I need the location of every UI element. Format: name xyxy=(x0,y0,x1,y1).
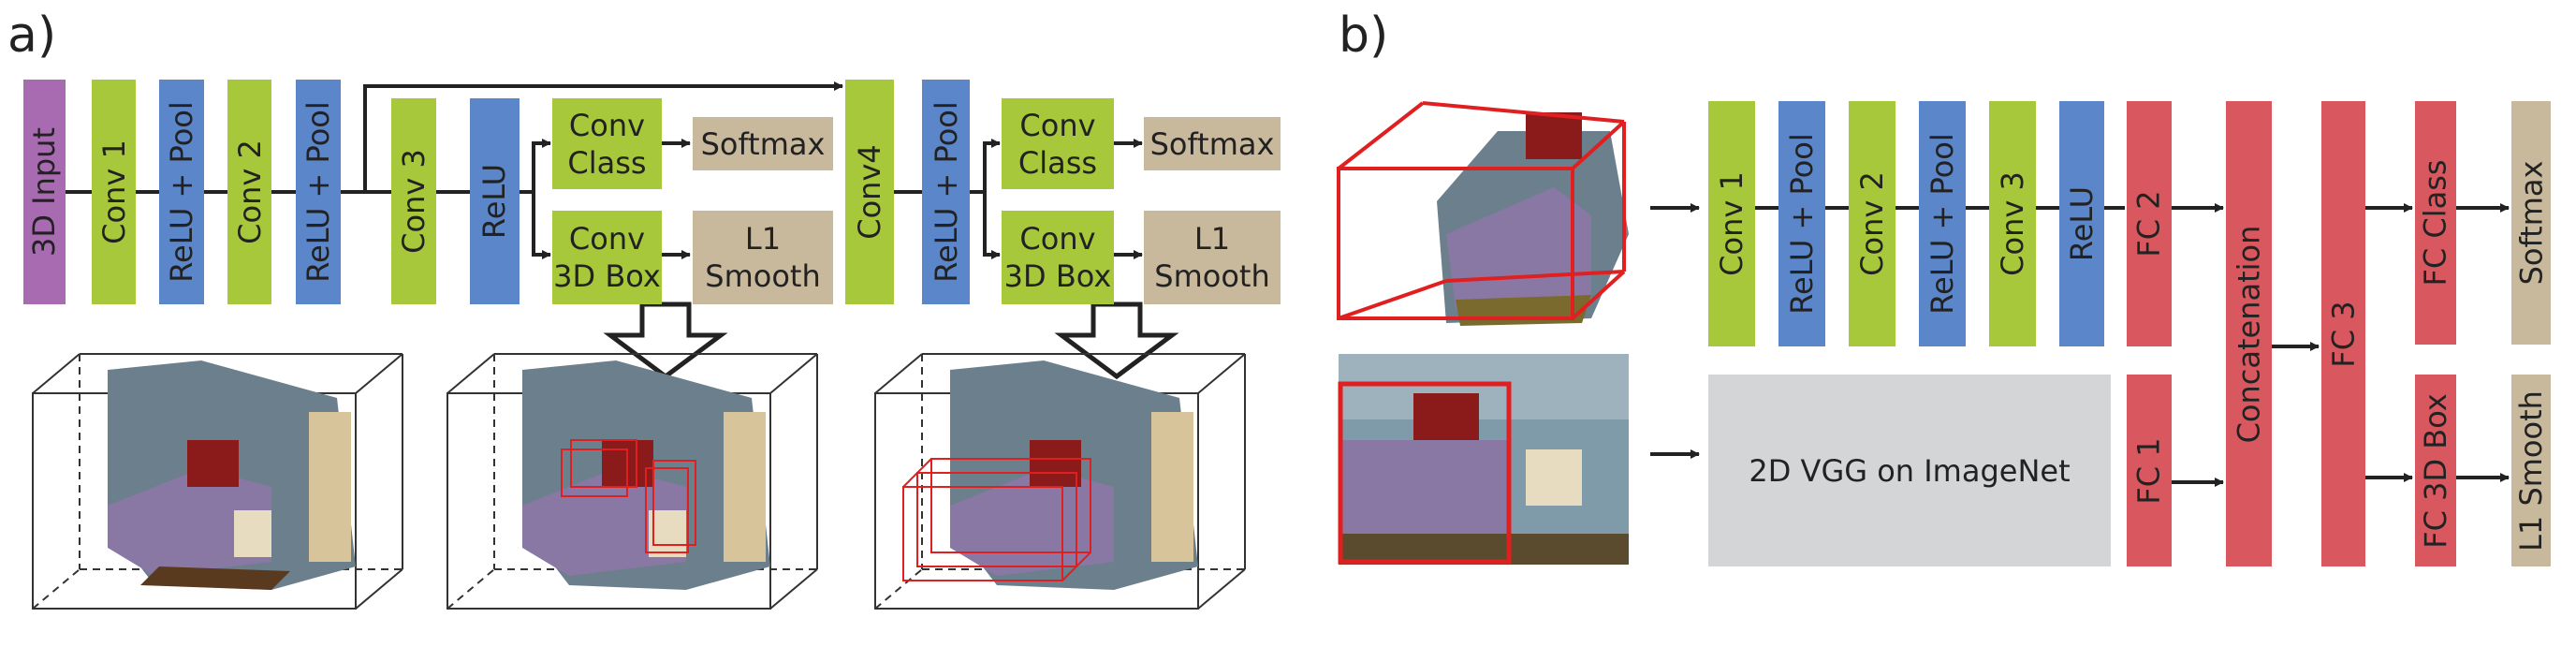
a-softmax-1-label: Softmax xyxy=(700,125,826,162)
b-fc2-label: FC 2 xyxy=(2131,190,2167,257)
a-conv-class-2-block: Conv Class xyxy=(1002,98,1114,189)
a-conv-box-1-label: Conv 3D Box xyxy=(553,221,661,294)
a-conv4-label: Conv4 xyxy=(852,144,887,240)
b-3d-crop xyxy=(1337,101,1629,326)
arrow-a-skip xyxy=(363,81,843,192)
a-scene-1 xyxy=(32,353,403,610)
b-fc2-block: FC 2 xyxy=(2127,101,2172,346)
arrow-a-class-1 xyxy=(520,139,551,194)
b-vgg-block: 2D VGG on ImageNet xyxy=(1708,375,2111,566)
a-relu-pool3-label: ReLU + Pool xyxy=(928,101,964,283)
a-conv-class-1-block: Conv Class xyxy=(552,98,662,189)
b-relu-pool1-label: ReLU + Pool xyxy=(1784,133,1820,315)
down-arrow-2-icon xyxy=(1054,301,1179,380)
a-scene-3 xyxy=(874,353,1246,610)
a-conv1-block: Conv 1 xyxy=(92,80,136,304)
a-l1-smooth-2-block: L1 Smooth xyxy=(1144,211,1281,304)
b-fc-class-block: FC Class xyxy=(2415,101,2456,345)
b-concat-label: Concatenation xyxy=(2231,225,2267,443)
a-l1-smooth-1-block: L1 Smooth xyxy=(693,211,833,304)
a-relu-label: ReLU xyxy=(476,163,513,240)
a-conv-box-1-block: Conv 3D Box xyxy=(552,211,662,304)
a-conv-class-1-label: Conv Class xyxy=(567,107,647,181)
a-relu-pool2-block: ReLU + Pool xyxy=(296,80,341,304)
a-conv-class-2-label: Conv Class xyxy=(1017,107,1098,181)
a-relu-pool1-block: ReLU + Pool xyxy=(159,80,204,304)
b-relu-pool2-block: ReLU + Pool xyxy=(1919,101,1966,346)
a-relu-block: ReLU xyxy=(470,98,520,304)
b-softmax-block: Softmax xyxy=(2511,101,2551,345)
a-conv3-block: Conv 3 xyxy=(391,98,436,304)
a-l1-smooth-2-label: L1 Smooth xyxy=(1154,221,1270,294)
panel-a-connectors xyxy=(66,81,1143,259)
a-relu-pool3-block: ReLU + Pool xyxy=(922,80,970,304)
b-relu-pool1-block: ReLU + Pool xyxy=(1778,101,1825,346)
b-fc-box-label: FC 3D Box xyxy=(2418,392,2454,549)
b-conv3-block: Conv 3 xyxy=(1989,101,2036,346)
b-conv2-block: Conv 2 xyxy=(1849,101,1895,346)
b-relu-pool2-label: ReLU + Pool xyxy=(1925,133,1960,315)
a-conv-box-2-label: Conv 3D Box xyxy=(1003,221,1112,294)
b-concat-block: Concatenation xyxy=(2226,101,2272,566)
down-arrow-1-icon xyxy=(603,301,728,380)
b-fc-box-block: FC 3D Box xyxy=(2415,375,2456,566)
panel-b-label: b) xyxy=(1339,7,1389,64)
b-conv2-label: Conv 2 xyxy=(1854,171,1891,276)
arrow-a-box-1 xyxy=(520,190,551,259)
b-l1-smooth-label: L1 Smooth xyxy=(2513,390,2550,551)
a-conv2-label: Conv 2 xyxy=(231,140,268,244)
a-softmax-2-label: Softmax xyxy=(1149,125,1275,162)
a-input-block: 3D Input xyxy=(23,80,66,304)
b-conv1-block: Conv 1 xyxy=(1708,101,1755,346)
b-conv1-label: Conv 1 xyxy=(1714,171,1750,276)
a-relu-pool2-label: ReLU + Pool xyxy=(300,101,336,283)
a-conv3-label: Conv 3 xyxy=(396,149,432,254)
a-conv4-block: Conv4 xyxy=(845,80,894,304)
b-softmax-label: Softmax xyxy=(2513,160,2550,286)
b-fc3-block: FC 3 xyxy=(2321,101,2365,566)
a-softmax-2-block: Softmax xyxy=(1144,117,1281,170)
b-fc1-label: FC 1 xyxy=(2131,436,2167,505)
b-l1-smooth-block: L1 Smooth xyxy=(2511,375,2551,566)
b-relu-label: ReLU xyxy=(2064,185,2100,262)
b-fc-class-label: FC Class xyxy=(2418,159,2454,287)
arrow-a-class-2 xyxy=(970,139,1001,194)
a-conv1-label: Conv 1 xyxy=(95,140,132,244)
b-2d-crop xyxy=(1338,354,1629,565)
a-conv-box-2-block: Conv 3D Box xyxy=(1002,211,1114,304)
b-fc3-label: FC 3 xyxy=(2325,300,2362,368)
a-conv2-block: Conv 2 xyxy=(227,80,271,304)
arrow-a-box-2 xyxy=(970,190,1001,259)
a-softmax-1-block: Softmax xyxy=(693,117,833,170)
b-conv3-label: Conv 3 xyxy=(1995,171,2031,276)
a-l1-smooth-1-label: L1 Smooth xyxy=(705,221,821,294)
a-scene-2 xyxy=(446,353,818,610)
a-relu-pool1-label: ReLU + Pool xyxy=(164,101,199,283)
b-relu-block: ReLU xyxy=(2059,101,2104,346)
a-input-label: 3D Input xyxy=(26,126,63,257)
b-vgg-label: 2D VGG on ImageNet xyxy=(1749,452,2071,489)
panel-a-label: a) xyxy=(7,7,57,64)
b-fc1-block: FC 1 xyxy=(2127,375,2172,566)
